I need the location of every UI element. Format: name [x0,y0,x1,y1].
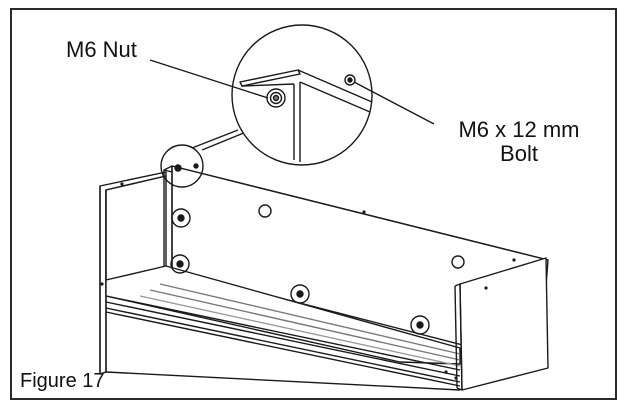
panel-hole [451,255,465,269]
bolt-leader-line [353,81,435,125]
fastener-markers [160,144,430,335]
right-end-panel [454,257,549,391]
detail-circle [231,24,373,166]
left-end-panel [99,171,167,375]
bolt-callout-line1: M6 x 12 mm [458,117,580,142]
back-panel [163,165,549,366]
bolt-callout-label: M6 x 12 mm Bolt [444,118,594,166]
bottom-rail [105,265,461,391]
nut-leader-line [149,59,269,99]
bolt-callout-line2: Bolt [500,141,538,166]
nut-callout-label: M6 Nut [66,37,137,62]
panel-hole [258,204,272,218]
figure-caption: Figure 17 [20,370,105,392]
